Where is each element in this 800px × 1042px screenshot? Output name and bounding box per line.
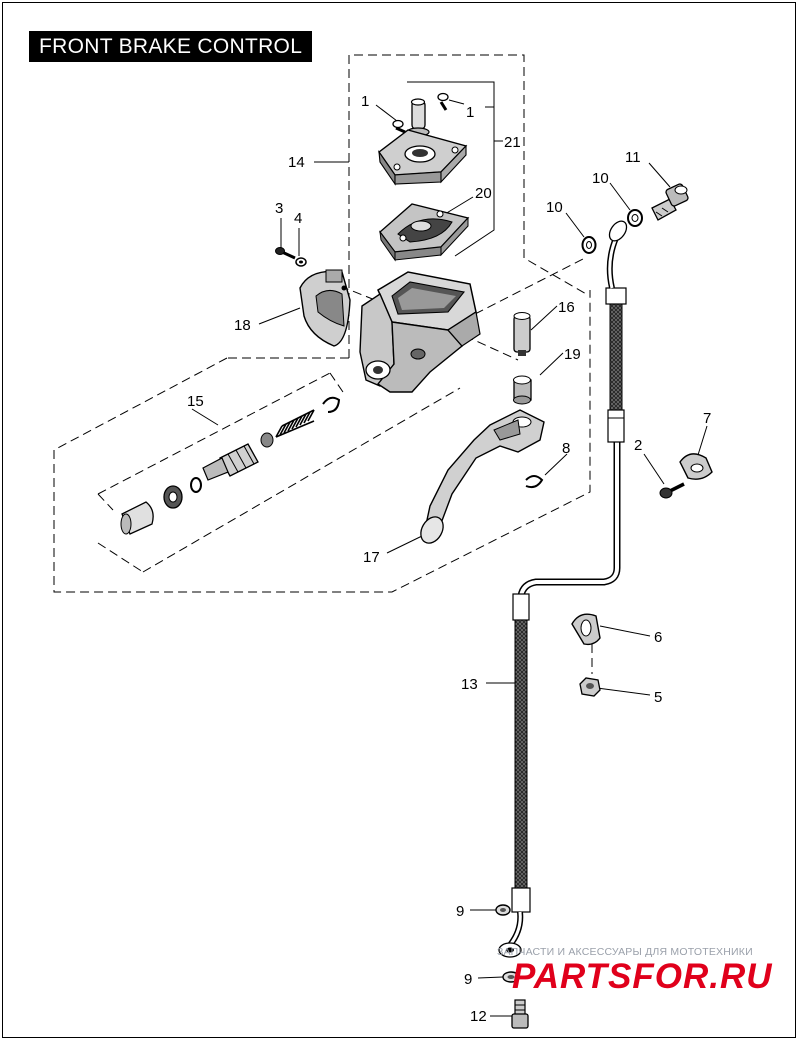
callout-20: 20 <box>475 185 492 202</box>
callout-8: 8 <box>562 440 570 457</box>
callout-12: 12 <box>470 1008 487 1025</box>
callout-13: 13 <box>461 676 478 693</box>
callout-18: 18 <box>234 317 251 334</box>
brake-lever-17 <box>420 409 545 544</box>
washer-9a <box>495 904 511 916</box>
banjo-bolt-11 <box>651 183 689 221</box>
callout-6: 6 <box>654 629 662 646</box>
washer-9b <box>502 971 520 983</box>
diaphragm-20 <box>379 203 470 262</box>
callout-9a: 9 <box>456 903 464 920</box>
callout-21: 21 <box>504 134 521 151</box>
bracket-21 <box>407 81 495 257</box>
callout-10b: 10 <box>546 199 563 216</box>
leader-lines <box>191 99 708 1017</box>
callout-15: 15 <box>187 393 204 410</box>
brake-line-13 <box>498 220 628 958</box>
spring <box>275 409 315 438</box>
washer-10a <box>627 209 643 227</box>
banjo-bolt-12 <box>511 999 529 1029</box>
clip-7 <box>679 453 713 480</box>
callout-10a: 10 <box>592 170 609 187</box>
callout-labels: 1 1 21 14 20 3 4 18 11 10 10 16 19 15 8 … <box>187 93 711 1025</box>
screw-2 <box>659 482 685 499</box>
callout-16: 16 <box>558 299 575 316</box>
callout-3: 3 <box>275 200 283 217</box>
master-cylinder-body <box>341 271 481 393</box>
nut-5 <box>579 677 601 697</box>
piston-kit-15 <box>120 396 341 535</box>
callout-17: 17 <box>363 549 380 566</box>
washer-10b <box>581 236 597 254</box>
callout-1a: 1 <box>361 93 369 110</box>
group-outline-15 <box>97 372 461 573</box>
pivot-pin-16 <box>513 312 531 356</box>
washer-4 <box>295 257 307 267</box>
watermark-tagline: ЗАПЧАСТИ И АКСЕССУАРЫ ДЛЯ МОТОТЕХНИКИ <box>497 946 753 958</box>
callout-19: 19 <box>564 346 581 363</box>
callout-1b: 1 <box>466 104 474 121</box>
callout-4: 4 <box>294 210 302 227</box>
bushing-19 <box>513 375 532 405</box>
watermark-logo: PARTSFOR.RU <box>512 957 773 996</box>
reservoir-cover <box>378 129 468 186</box>
screw-1b <box>437 92 449 111</box>
clamp-18 <box>299 269 351 347</box>
diagram-title: FRONT BRAKE CONTROL <box>29 31 313 62</box>
screw-1a <box>392 119 406 134</box>
retaining-ring-8 <box>525 475 544 489</box>
callout-5: 5 <box>654 689 662 706</box>
clamp-6 <box>571 613 601 646</box>
callout-11: 11 <box>625 149 641 166</box>
callout-14: 14 <box>288 154 305 171</box>
callout-9b: 9 <box>464 971 472 988</box>
callout-2: 2 <box>634 437 642 454</box>
group-outline-14 <box>53 54 591 593</box>
screw-3 <box>275 247 296 260</box>
callout-7: 7 <box>703 410 711 427</box>
